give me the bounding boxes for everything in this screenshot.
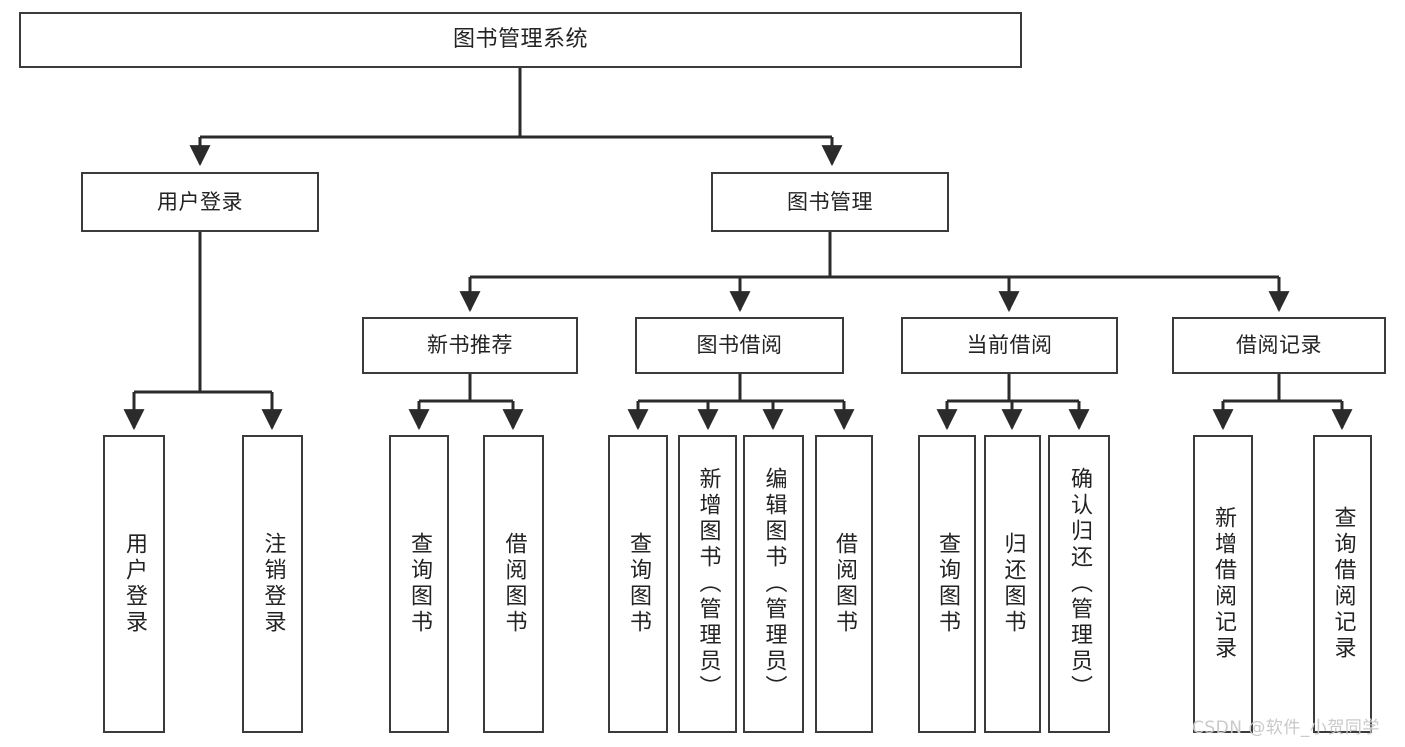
node-leaf-logout[interactable]: 注销登录 [242, 435, 303, 733]
node-leaf-query-book-2-label: 查询图书 [626, 532, 651, 636]
node-leaf-borrow-book-1[interactable]: 借阅图书 [483, 435, 544, 733]
node-leaf-logout-label: 注销登录 [260, 532, 286, 636]
node-borrow-record[interactable]: 借阅记录 [1172, 317, 1386, 374]
node-leaf-query-record-label: 查询借阅记录 [1330, 506, 1356, 662]
node-leaf-edit-book-label: 编辑图书（管理员） [761, 467, 787, 701]
node-book-borrow[interactable]: 图书借阅 [635, 317, 844, 374]
node-leaf-add-book-label: 新增图书（管理员） [695, 467, 721, 701]
node-leaf-query-book-1[interactable]: 查询图书 [389, 435, 449, 733]
node-root-label: 图书管理系统 [452, 27, 588, 53]
node-book-manage-label: 图书管理 [787, 189, 873, 214]
node-leaf-user-login[interactable]: 用户登录 [103, 435, 165, 733]
node-leaf-add-record[interactable]: 新增借阅记录 [1193, 435, 1253, 733]
node-leaf-return-book[interactable]: 归还图书 [984, 435, 1041, 733]
node-leaf-user-login-label: 用户登录 [122, 532, 147, 636]
node-current-borrow[interactable]: 当前借阅 [901, 317, 1118, 374]
node-leaf-query-record[interactable]: 查询借阅记录 [1313, 435, 1372, 733]
node-new-book-rec[interactable]: 新书推荐 [362, 317, 578, 374]
node-leaf-borrow-book-1-label: 借阅图书 [501, 532, 527, 636]
node-leaf-confirm-return[interactable]: 确认归还（管理员） [1048, 435, 1110, 733]
node-leaf-add-record-label: 新增借阅记录 [1211, 506, 1236, 662]
node-new-book-rec-label: 新书推荐 [427, 333, 513, 358]
node-leaf-confirm-return-label: 确认归还（管理员） [1067, 467, 1092, 701]
node-borrow-record-label: 借阅记录 [1236, 333, 1322, 358]
node-leaf-add-book[interactable]: 新增图书（管理员） [678, 435, 737, 733]
node-root[interactable]: 图书管理系统 [19, 12, 1022, 68]
node-book-manage[interactable]: 图书管理 [711, 172, 949, 232]
node-current-borrow-label: 当前借阅 [966, 333, 1053, 358]
node-user-login-label: 用户登录 [157, 189, 243, 214]
node-leaf-query-book-3[interactable]: 查询图书 [918, 435, 976, 733]
node-leaf-borrow-book-2-label: 借阅图书 [832, 532, 857, 636]
node-leaf-return-book-label: 归还图书 [1000, 532, 1026, 636]
node-leaf-query-book-3-label: 查询图书 [935, 532, 960, 636]
node-leaf-query-book-2[interactable]: 查询图书 [608, 435, 668, 733]
node-leaf-borrow-book-2[interactable]: 借阅图书 [815, 435, 873, 733]
node-leaf-query-book-1-label: 查询图书 [407, 532, 432, 636]
node-book-borrow-label: 图书借阅 [696, 333, 783, 358]
node-leaf-edit-book[interactable]: 编辑图书（管理员） [743, 435, 804, 733]
csdn-watermark: CSDN @软件_小贺同学 [1192, 718, 1380, 738]
node-user-login[interactable]: 用户登录 [81, 172, 319, 232]
